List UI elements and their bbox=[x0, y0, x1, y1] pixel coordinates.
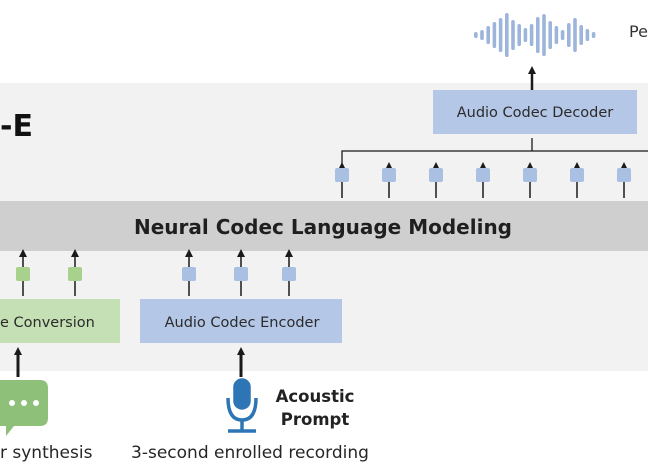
decoder-bracket bbox=[341, 138, 648, 166]
encoder-token bbox=[234, 267, 248, 281]
waveform-bar bbox=[517, 24, 521, 46]
waveform-bar bbox=[591, 32, 596, 38]
waveform-bar bbox=[529, 24, 534, 46]
microphone-icon bbox=[226, 378, 258, 433]
waveform-bar bbox=[567, 23, 571, 47]
waveform-bar bbox=[511, 20, 515, 50]
audio-codec-encoder-box bbox=[140, 299, 342, 343]
waveform-bar bbox=[492, 22, 497, 48]
waveform-bar bbox=[542, 14, 546, 56]
waveform-bar bbox=[536, 17, 540, 53]
output-token-row bbox=[335, 162, 631, 198]
output-token bbox=[476, 168, 490, 182]
phoneme-token-row bbox=[16, 249, 82, 296]
top-right-label: Pe bbox=[629, 22, 648, 41]
waveform-bar bbox=[579, 25, 583, 45]
output-token bbox=[570, 168, 584, 182]
waveform-bar bbox=[523, 28, 528, 42]
recording-caption: 3-second enrolled recording bbox=[131, 443, 369, 463]
language-model-label: Neural Codec Language Modeling bbox=[134, 215, 512, 239]
waveform-bar bbox=[498, 18, 503, 52]
phoneme-token bbox=[68, 267, 82, 281]
encoder-token bbox=[182, 267, 196, 281]
diagram-title: -E bbox=[0, 109, 33, 144]
phoneme-conversion-box bbox=[0, 299, 120, 343]
text-input-caption: r synthesis bbox=[0, 443, 93, 463]
waveform-bar bbox=[573, 18, 577, 52]
waveform-bar bbox=[486, 26, 490, 44]
waveform-bar bbox=[585, 29, 590, 41]
waveform-bar bbox=[554, 26, 559, 44]
waveform-bar bbox=[480, 30, 484, 40]
encoder-token bbox=[282, 267, 296, 281]
output-token bbox=[617, 168, 631, 182]
audio-codec-encoder-label: Audio Codec Encoder bbox=[165, 315, 320, 331]
phoneme-conversion-label: e Conversion bbox=[0, 315, 95, 331]
waveform-icon bbox=[474, 13, 596, 57]
phoneme-token bbox=[16, 267, 30, 281]
chat-bubble-icon bbox=[0, 380, 48, 436]
output-token bbox=[382, 168, 396, 182]
waveform-bar bbox=[474, 32, 478, 38]
waveform-bar bbox=[548, 21, 552, 49]
output-token bbox=[429, 168, 443, 182]
output-token bbox=[523, 168, 537, 182]
acoustic-prompt-label-line2: Prompt bbox=[281, 410, 350, 429]
audio-codec-decoder-box bbox=[433, 90, 637, 134]
waveform-bar bbox=[505, 13, 509, 57]
language-model-band bbox=[0, 201, 648, 251]
acoustic-prompt-label-line1: Acoustic bbox=[276, 387, 355, 406]
encoder-token-row bbox=[182, 249, 296, 296]
output-token bbox=[335, 168, 349, 182]
waveform-bar bbox=[560, 30, 565, 40]
audio-codec-decoder-label: Audio Codec Decoder bbox=[457, 105, 614, 121]
